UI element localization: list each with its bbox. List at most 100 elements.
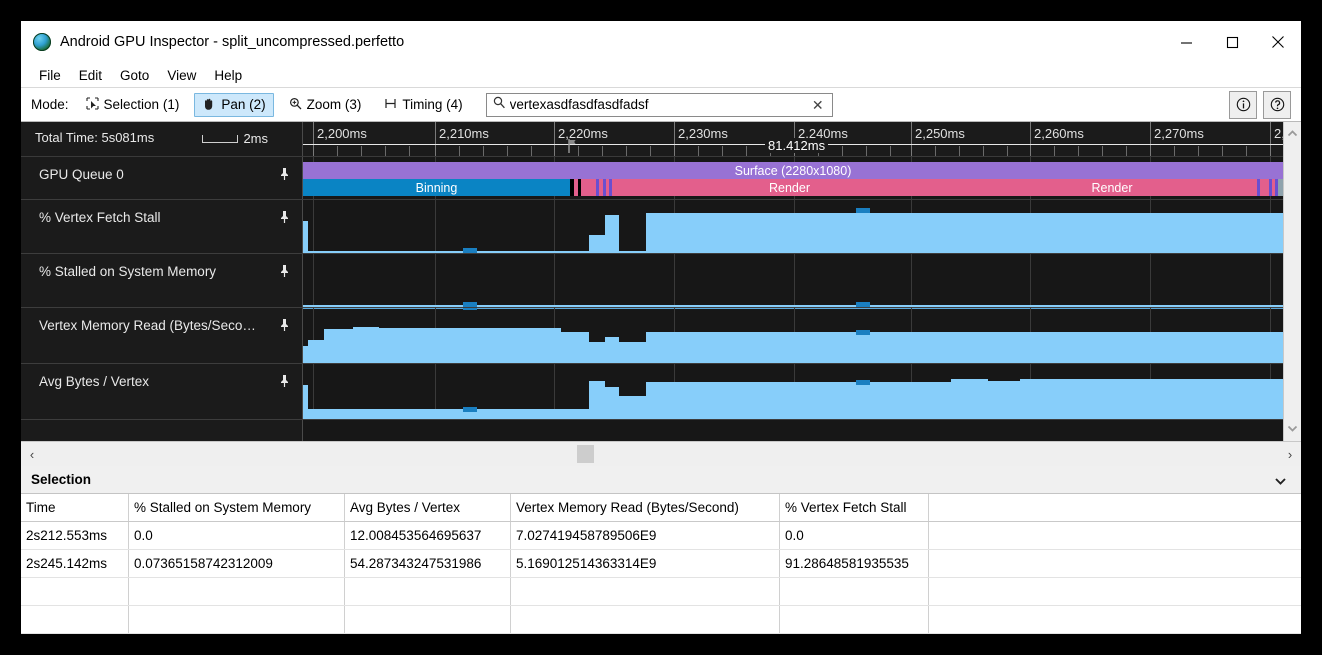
mode-pan-button[interactable]: Pan (2)	[194, 92, 274, 117]
ruler-left-header: Total Time: 5s081ms 2ms	[21, 122, 303, 156]
slice-tail[interactable]	[1278, 179, 1283, 196]
slice-render-frag[interactable]	[574, 179, 578, 196]
scroll-right-arrow[interactable]: ›	[1287, 446, 1293, 462]
cell-avg-bytes: 12.008453564695637	[344, 521, 511, 550]
menu-item-edit[interactable]: Edit	[78, 67, 103, 83]
selection-marker[interactable]	[856, 380, 870, 385]
help-button[interactable]	[1263, 90, 1291, 119]
slice-render-frag[interactable]	[581, 179, 596, 196]
cell-stalled	[128, 605, 345, 634]
column-header-vertex-memory-read[interactable]: Vertex Memory Read (Bytes/Second)	[510, 494, 780, 522]
slice-divider	[609, 179, 612, 196]
timeline-scroll-area[interactable]: Total Time: 5s081ms 2ms	[21, 122, 1283, 441]
pin-icon[interactable]	[279, 210, 290, 229]
track-header-vertex-fetch-stall[interactable]: % Vertex Fetch Stall	[21, 200, 303, 253]
slice-render-frag[interactable]	[1272, 179, 1275, 196]
pin-icon[interactable]	[279, 374, 290, 393]
cell-spacer	[928, 549, 1301, 578]
slice-surface[interactable]: Surface (2280x1080)	[303, 162, 1283, 179]
table-row[interactable]: 2s212.553ms 0.0 12.008453564695637 7.027…	[21, 521, 1301, 550]
column-header-avg-bytes-per-vertex[interactable]: Avg Bytes / Vertex	[344, 494, 511, 522]
pin-icon[interactable]	[279, 167, 290, 186]
horizontal-scrollbar[interactable]: ‹ ›	[21, 441, 1301, 466]
track-vertex-memory-read[interactable]: Vertex Memory Read (Bytes/Seco…	[21, 308, 1283, 364]
cell-time: 2s212.553ms	[21, 521, 129, 550]
slice-divider	[596, 179, 599, 196]
column-header-stalled-on-system-memory[interactable]: % Stalled on System Memory	[128, 494, 345, 522]
selection-marker[interactable]	[463, 308, 477, 310]
tick-label-1: 2,210ms	[439, 126, 489, 141]
pin-icon[interactable]	[279, 318, 290, 337]
track-canvas-vertex-fetch-stall[interactable]	[303, 200, 1283, 253]
table-row[interactable]: 2s245.142ms 0.07365158742312009 54.28734…	[21, 549, 1301, 578]
track-stalled-on-system-memory[interactable]: % Stalled on System Memory	[21, 254, 1283, 308]
time-ruler[interactable]: Total Time: 5s081ms 2ms	[21, 122, 1283, 157]
table-row[interactable]	[21, 605, 1301, 634]
chevron-down-icon[interactable]	[1274, 473, 1287, 491]
vertical-scrollbar[interactable]	[1283, 122, 1301, 441]
selection-marker[interactable]	[856, 302, 870, 307]
search-input[interactable]: vertexasdfasdfasdfadsf	[509, 97, 649, 112]
selection-header[interactable]: Selection	[21, 466, 1301, 494]
slice-divider	[1257, 179, 1260, 196]
close-button[interactable]	[1255, 21, 1301, 63]
selection-marker[interactable]	[856, 330, 870, 335]
chevron-down-icon[interactable]	[1287, 420, 1298, 438]
slice-render-2[interactable]: Render	[967, 179, 1257, 196]
track-header-vertex-memory-read[interactable]: Vertex Memory Read (Bytes/Seco…	[21, 308, 303, 363]
info-button[interactable]	[1229, 90, 1257, 119]
column-header-vertex-fetch-stall[interactable]: % Vertex Fetch Stall	[779, 494, 929, 522]
track-gpu-queue-0[interactable]: GPU Queue 0 Surface (2280x1080) Binning	[21, 157, 1283, 200]
cell-time: 2s245.142ms	[21, 549, 129, 578]
slice-render-frag[interactable]	[599, 179, 603, 196]
search-clear-icon[interactable]: ✕	[811, 96, 824, 113]
search-field[interactable]: vertexasdfasdfasdfadsf ✕	[485, 92, 833, 117]
cell-stalled: 0.07365158742312009	[128, 549, 345, 578]
minimize-button[interactable]	[1163, 21, 1209, 63]
menu-item-help[interactable]: Help	[214, 67, 243, 83]
slice-render-1[interactable]: Render	[612, 179, 967, 196]
slice-render-frag[interactable]	[606, 179, 609, 196]
scroll-thumb[interactable]	[577, 445, 594, 463]
track-canvas-gpu-queue-0[interactable]: Surface (2280x1080) Binning Render Rende…	[303, 157, 1283, 199]
track-header-avg-bytes-per-vertex[interactable]: Avg Bytes / Vertex	[21, 364, 303, 419]
chevron-up-icon[interactable]	[1287, 125, 1298, 143]
track-canvas-vertex-memory-read[interactable]	[303, 308, 1283, 363]
track-label: Avg Bytes / Vertex	[39, 374, 150, 389]
ruler-ticks[interactable]: 2,200ms 2,210ms 2,220ms 2,230ms 2,240ms …	[303, 122, 1283, 156]
cell-avg-bytes	[344, 605, 511, 634]
scroll-left-arrow[interactable]: ‹	[29, 446, 35, 462]
track-header-gpu-queue-0[interactable]: GPU Queue 0	[21, 157, 303, 199]
app-window: Android GPU Inspector - split_uncompress…	[20, 20, 1302, 635]
track-label: % Stalled on System Memory	[39, 264, 217, 279]
menu-item-goto[interactable]: Goto	[120, 67, 150, 83]
marker-flag-icon[interactable]	[568, 139, 579, 153]
track-vertex-fetch-stall[interactable]: % Vertex Fetch Stall	[21, 200, 1283, 254]
track-canvas-stalled-on-system-memory[interactable]	[303, 254, 1283, 307]
selection-marker[interactable]	[463, 407, 477, 412]
slice-gap	[570, 179, 574, 196]
mode-timing-button[interactable]: Timing (4)	[376, 93, 470, 116]
track-label: Vertex Memory Read (Bytes/Seco…	[39, 318, 256, 333]
selection-marker[interactable]	[463, 248, 477, 253]
selection-marker[interactable]	[856, 208, 870, 213]
track-canvas-avg-bytes-per-vertex[interactable]	[303, 364, 1283, 419]
mode-zoom-button[interactable]: Zoom (3)	[281, 93, 370, 116]
slice-divider	[1275, 179, 1278, 196]
track-avg-bytes-per-vertex[interactable]: Avg Bytes / Vertex	[21, 364, 1283, 420]
maximize-button[interactable]	[1209, 21, 1255, 63]
cell-time	[21, 577, 129, 606]
cell-stalled: 0.0	[128, 521, 345, 550]
pin-icon[interactable]	[279, 264, 290, 283]
slice-binning[interactable]: Binning	[303, 179, 570, 196]
selection-marker[interactable]	[463, 302, 477, 307]
slice-render-frag[interactable]	[1260, 179, 1269, 196]
mode-selection-button[interactable]: Selection (1)	[78, 93, 188, 116]
menu-item-file[interactable]: File	[39, 67, 61, 83]
column-header-time[interactable]: Time	[21, 494, 129, 522]
selection-title: Selection	[31, 472, 92, 487]
timing-icon	[384, 97, 397, 112]
table-row[interactable]	[21, 577, 1301, 606]
track-header-stalled-on-system-memory[interactable]: % Stalled on System Memory	[21, 254, 303, 307]
menu-item-view[interactable]: View	[167, 67, 197, 83]
